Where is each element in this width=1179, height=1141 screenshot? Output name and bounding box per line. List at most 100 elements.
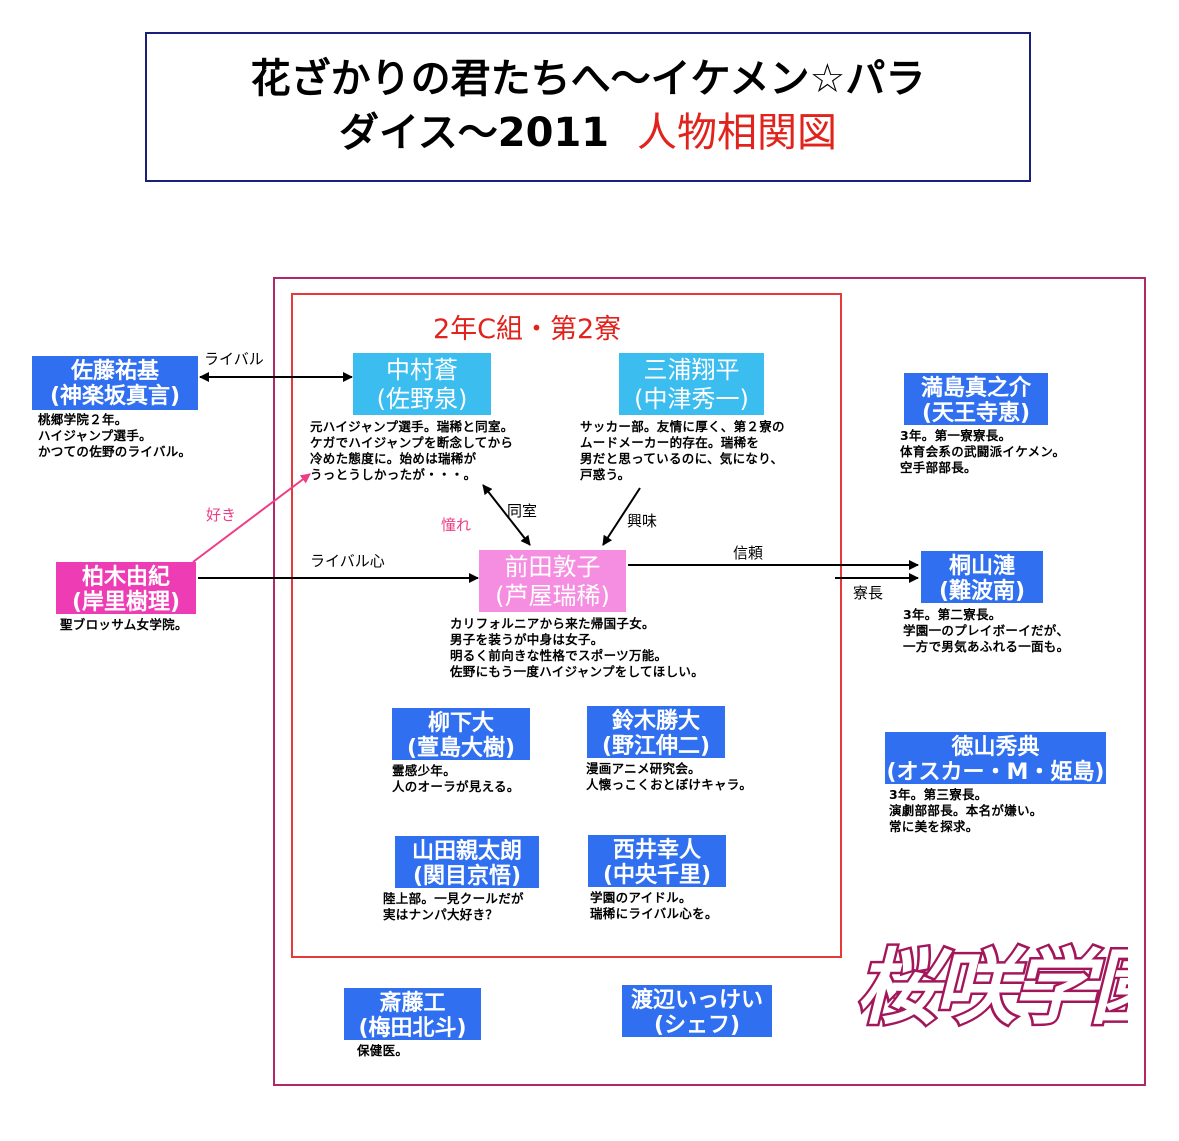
character-saito-desc: 保健医。 (357, 1043, 408, 1059)
actor-name: 徳山秀典 (951, 735, 1040, 760)
desc-line: 3年。第三寮長。 (889, 787, 988, 802)
character-saito: 斎藤工 (梅田北斗) (344, 988, 481, 1041)
desc-line: ムードメーカー的存在。瑞稀を (580, 435, 760, 450)
desc-line: 人懐っこくおとぼけキャラ。 (586, 777, 753, 792)
desc-line: うっとうしかったが・・・。 (310, 467, 477, 482)
desc-line: 漫画アニメ研究会。 (586, 761, 701, 776)
desc-line: ケガでハイジャンプを断念してから (310, 435, 514, 450)
desc-line: 男子を装うが中身は女子。 (450, 632, 604, 647)
desc-line: 保健医。 (357, 1043, 409, 1058)
actor-name: 山田親太朗 (411, 839, 522, 864)
desc-line: カリフォルニアから来た帰国子女。 (450, 616, 655, 631)
desc-line: 瑞稀にライバル心を。 (590, 906, 718, 921)
title-line-2-main: ダイス〜2011 (339, 110, 610, 156)
character-yanagishita: 柳下大 (萱島大樹) (392, 708, 530, 761)
role-name: (萱島大樹) (406, 736, 516, 761)
desc-line: 男だと思っているのに、気になり、 (580, 451, 784, 466)
dorm-frame (291, 293, 842, 958)
character-tokuyama-desc: 3年。第三寮長。 演劇部部長。本名が嫌い。 常に美を探求。 (889, 787, 1043, 835)
character-mitsushima: 満島真之介 (天王寺恵) (904, 373, 1048, 426)
actor-name: 佐藤祐基 (70, 359, 159, 384)
arrow-miura-maeda (602, 487, 641, 546)
character-suzuki: 鈴木勝大 (野江伸二) (587, 706, 725, 759)
role-name: (難波南) (938, 579, 1026, 604)
actor-name: 渡辺いっけい (630, 988, 763, 1013)
actor-name: 桐山漣 (948, 554, 1015, 579)
character-yamada-desc: 陸上部。一見クールだが 実はナンパ大好き？ (383, 891, 524, 923)
desc-line: 冷めた態度に。始めは瑞稀が (310, 451, 477, 466)
school-frame (273, 277, 1146, 1086)
desc-line: 演劇部部長。本名が嫌い。 (889, 803, 1043, 818)
desc-line: 戸惑う。 (580, 467, 631, 482)
svg-text:桜咲学園: 桜咲学園 (851, 940, 1128, 1036)
role-name: (中央千里) (602, 863, 712, 888)
character-tokuyama: 徳山秀典 (オスカー・M・姫島) (885, 732, 1106, 785)
character-miura-desc: サッカー部。友情に厚く、第２寮の ムードメーカー的存在。瑞稀を 男だと思っている… (580, 419, 785, 483)
character-yamada: 山田親太朗 (関目京悟) (395, 836, 539, 889)
desc-line: 3年。第二寮長。 (903, 607, 1002, 622)
role-name: (シェフ) (653, 1013, 741, 1038)
desc-line: 佐野にもう一度ハイジャンプをしてほしい。 (450, 664, 705, 679)
desc-line: 学園のアイドル。 (590, 890, 692, 905)
character-kiriyama: 桐山漣 (難波南) (921, 551, 1043, 604)
label-trust: 信頼 (733, 544, 764, 562)
desc-line: 一方で男気あふれる一面も。 (903, 639, 1070, 654)
arrow-roommate (482, 484, 531, 546)
desc-line: かつての佐野のライバル。 (38, 444, 192, 459)
character-sato-desc: 桃郷学院２年。 ハイジャンプ選手。 かつての佐野のライバル。 (38, 412, 191, 460)
label-dorm-head: 寮長 (853, 584, 884, 602)
role-name: (梅田北斗) (358, 1016, 467, 1041)
character-nishii: 西井幸人 (中央千里) (588, 835, 726, 888)
role-name: (中津秀一) (634, 385, 749, 413)
label-roommate: 同室 (507, 502, 538, 520)
desc-line: 陸上部。一見クールだが (383, 891, 524, 906)
desc-line: 聖ブロッサム女学院。 (60, 617, 188, 632)
actor-name: 西井幸人 (612, 838, 701, 863)
school-logo: 桜咲学園 (849, 938, 1128, 1036)
desc-line: ハイジャンプ選手。 (38, 428, 152, 443)
desc-line: 桃郷学院２年。 (38, 412, 128, 427)
desc-line: サッカー部。友情に厚く、第２寮の (580, 419, 785, 434)
character-nakamura: 中村蒼 (佐野泉) (353, 353, 491, 415)
desc-line: 元ハイジャンプ選手。瑞稀と同室。 (310, 419, 514, 434)
character-nakamura-desc: 元ハイジャンプ選手。瑞稀と同室。 ケガでハイジャンプを断念してから 冷めた態度に… (310, 419, 514, 483)
title-line-1: 花ざかりの君たちへ〜イケメン☆パラ (250, 56, 926, 102)
role-name: (佐野泉) (376, 385, 468, 413)
label-interest: 興味 (627, 512, 658, 530)
label-like: 好き (206, 506, 237, 524)
character-kashiwagi: 柏木由紀 (岸里樹理) (56, 562, 196, 615)
desc-line: 体育会系の武闘派イケメン。 (900, 444, 1066, 459)
actor-name: 柳下大 (427, 711, 494, 736)
actor-name: 柏木由紀 (81, 565, 170, 590)
character-sato: 佐藤祐基 (神楽坂真言) (32, 356, 198, 410)
title-line-2-accent: 人物相関図 (637, 110, 837, 156)
title-box: 花ざかりの君たちへ〜イケメン☆パラ ダイス〜2011 人物相関図 (145, 32, 1031, 182)
character-kashiwagi-desc: 聖ブロッサム女学院。 (60, 617, 188, 633)
label-rival-heart: ライバル心 (310, 552, 385, 570)
character-nishii-desc: 学園のアイドル。 瑞稀にライバル心を。 (590, 890, 718, 922)
actor-name: 前田敦子 (504, 553, 601, 581)
role-name: (関目京悟) (412, 864, 522, 889)
desc-line: 霊感少年。 (392, 763, 457, 778)
actor-name: 満島真之介 (920, 376, 1031, 401)
role-name: (天王寺恵) (921, 401, 1031, 426)
character-suzuki-desc: 漫画アニメ研究会。 人懐っこくおとぼけキャラ。 (586, 761, 752, 793)
role-name: (オスカー・M・姫島) (886, 760, 1105, 785)
dorm-label: 2年C組・第2寮 (433, 314, 622, 345)
role-name: (岸里樹理) (71, 590, 181, 615)
actor-name: 三浦翔平 (643, 356, 740, 384)
arrow-kashiwagi-nakamura (192, 473, 311, 563)
character-kiriyama-desc: 3年。第二寮長。 学園一のプレイボーイだが、 一方で男気あふれる一面も。 (903, 607, 1069, 655)
role-name: (野江伸二) (601, 734, 711, 759)
actor-name: 中村蒼 (386, 356, 458, 384)
desc-line: 空手部部長。 (900, 460, 977, 475)
actor-name: 鈴木勝大 (611, 709, 700, 734)
role-name: (芦屋瑞稀) (495, 582, 610, 610)
title-line-2: ダイス〜2011 人物相関図 (147, 106, 1029, 160)
actor-name: 斎藤工 (379, 991, 446, 1016)
desc-line: 3年。第一寮寮長。 (900, 428, 1012, 443)
role-name: (神楽坂真言) (49, 384, 181, 409)
character-yanagishita-desc: 霊感少年。 人のオーラが見える。 (392, 763, 520, 795)
character-maeda-desc: カリフォルニアから来た帰国子女。 男子を装うが中身は女子。 明るく前向きな性格で… (450, 616, 704, 680)
character-mitsushima-desc: 3年。第一寮寮長。 体育会系の武闘派イケメン。 空手部部長。 (900, 428, 1065, 476)
